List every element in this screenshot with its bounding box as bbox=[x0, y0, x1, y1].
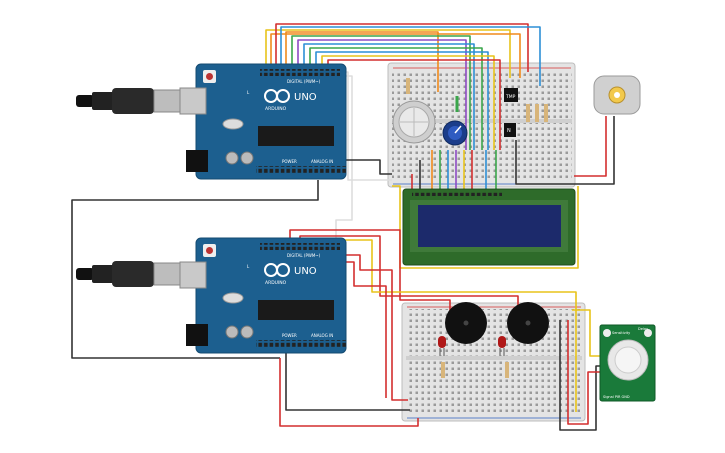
wires bbox=[71, 23, 615, 431]
arduino-top-l-label: L bbox=[247, 90, 250, 95]
arduino-top-power-label: POWER bbox=[282, 159, 297, 164]
pir-left-label: Sensitivity bbox=[612, 331, 630, 335]
pir-right-label: Delay bbox=[638, 327, 648, 331]
pir-bottom-label: Signal PIR GND bbox=[603, 395, 630, 399]
arduino-logo-bottom bbox=[264, 263, 290, 277]
arduino-bottom-analog-label: ANALOG IN bbox=[311, 333, 333, 338]
arduino-top-model: UNO bbox=[294, 92, 317, 103]
arduino-bottom-model: UNO bbox=[294, 266, 317, 277]
temperature-sensor: TMP bbox=[504, 88, 518, 102]
bottom-breadboard bbox=[401, 302, 586, 422]
transistor: N bbox=[504, 123, 516, 137]
resistors-top bbox=[406, 78, 548, 122]
arduino-top-digital-label: DIGITAL (PWM~) bbox=[287, 79, 321, 84]
arduino-bottom: UNO ARDUINO DIGITAL (PWM~) POWER ANALOG … bbox=[76, 237, 347, 354]
resistors-bottom bbox=[441, 362, 509, 378]
lcd-display bbox=[402, 188, 576, 266]
led-left bbox=[438, 336, 446, 356]
arduino-top-brand: ARDUINO bbox=[265, 106, 287, 112]
gas-sensor bbox=[392, 100, 436, 144]
arduino-top-analog-label: ANALOG IN bbox=[311, 159, 333, 164]
transistor-label: N bbox=[507, 128, 511, 134]
usb-cable-bottom bbox=[76, 261, 183, 287]
dc-motor bbox=[593, 75, 641, 115]
arduino-bottom-brand: ARDUINO bbox=[265, 280, 287, 286]
arduino-top: UNO ARDUINO DIGITAL (PWM~) POWER ANALOG … bbox=[76, 63, 347, 180]
led-right bbox=[498, 336, 506, 356]
potentiometer bbox=[442, 120, 468, 146]
arduino-logo-top bbox=[264, 89, 290, 103]
arduino-bottom-digital-label: DIGITAL (PWM~) bbox=[287, 253, 321, 258]
temp-sensor-label: TMP bbox=[505, 94, 516, 100]
arduino-bottom-l-label: L bbox=[247, 264, 250, 269]
buzzer-left bbox=[445, 302, 487, 344]
arduino-bottom-power-label: POWER bbox=[282, 333, 297, 338]
pir-sensor: Sensitivity Delay Signal PIR GND bbox=[599, 324, 656, 402]
buzzer-right bbox=[507, 302, 549, 344]
usb-cable-top bbox=[76, 88, 183, 114]
